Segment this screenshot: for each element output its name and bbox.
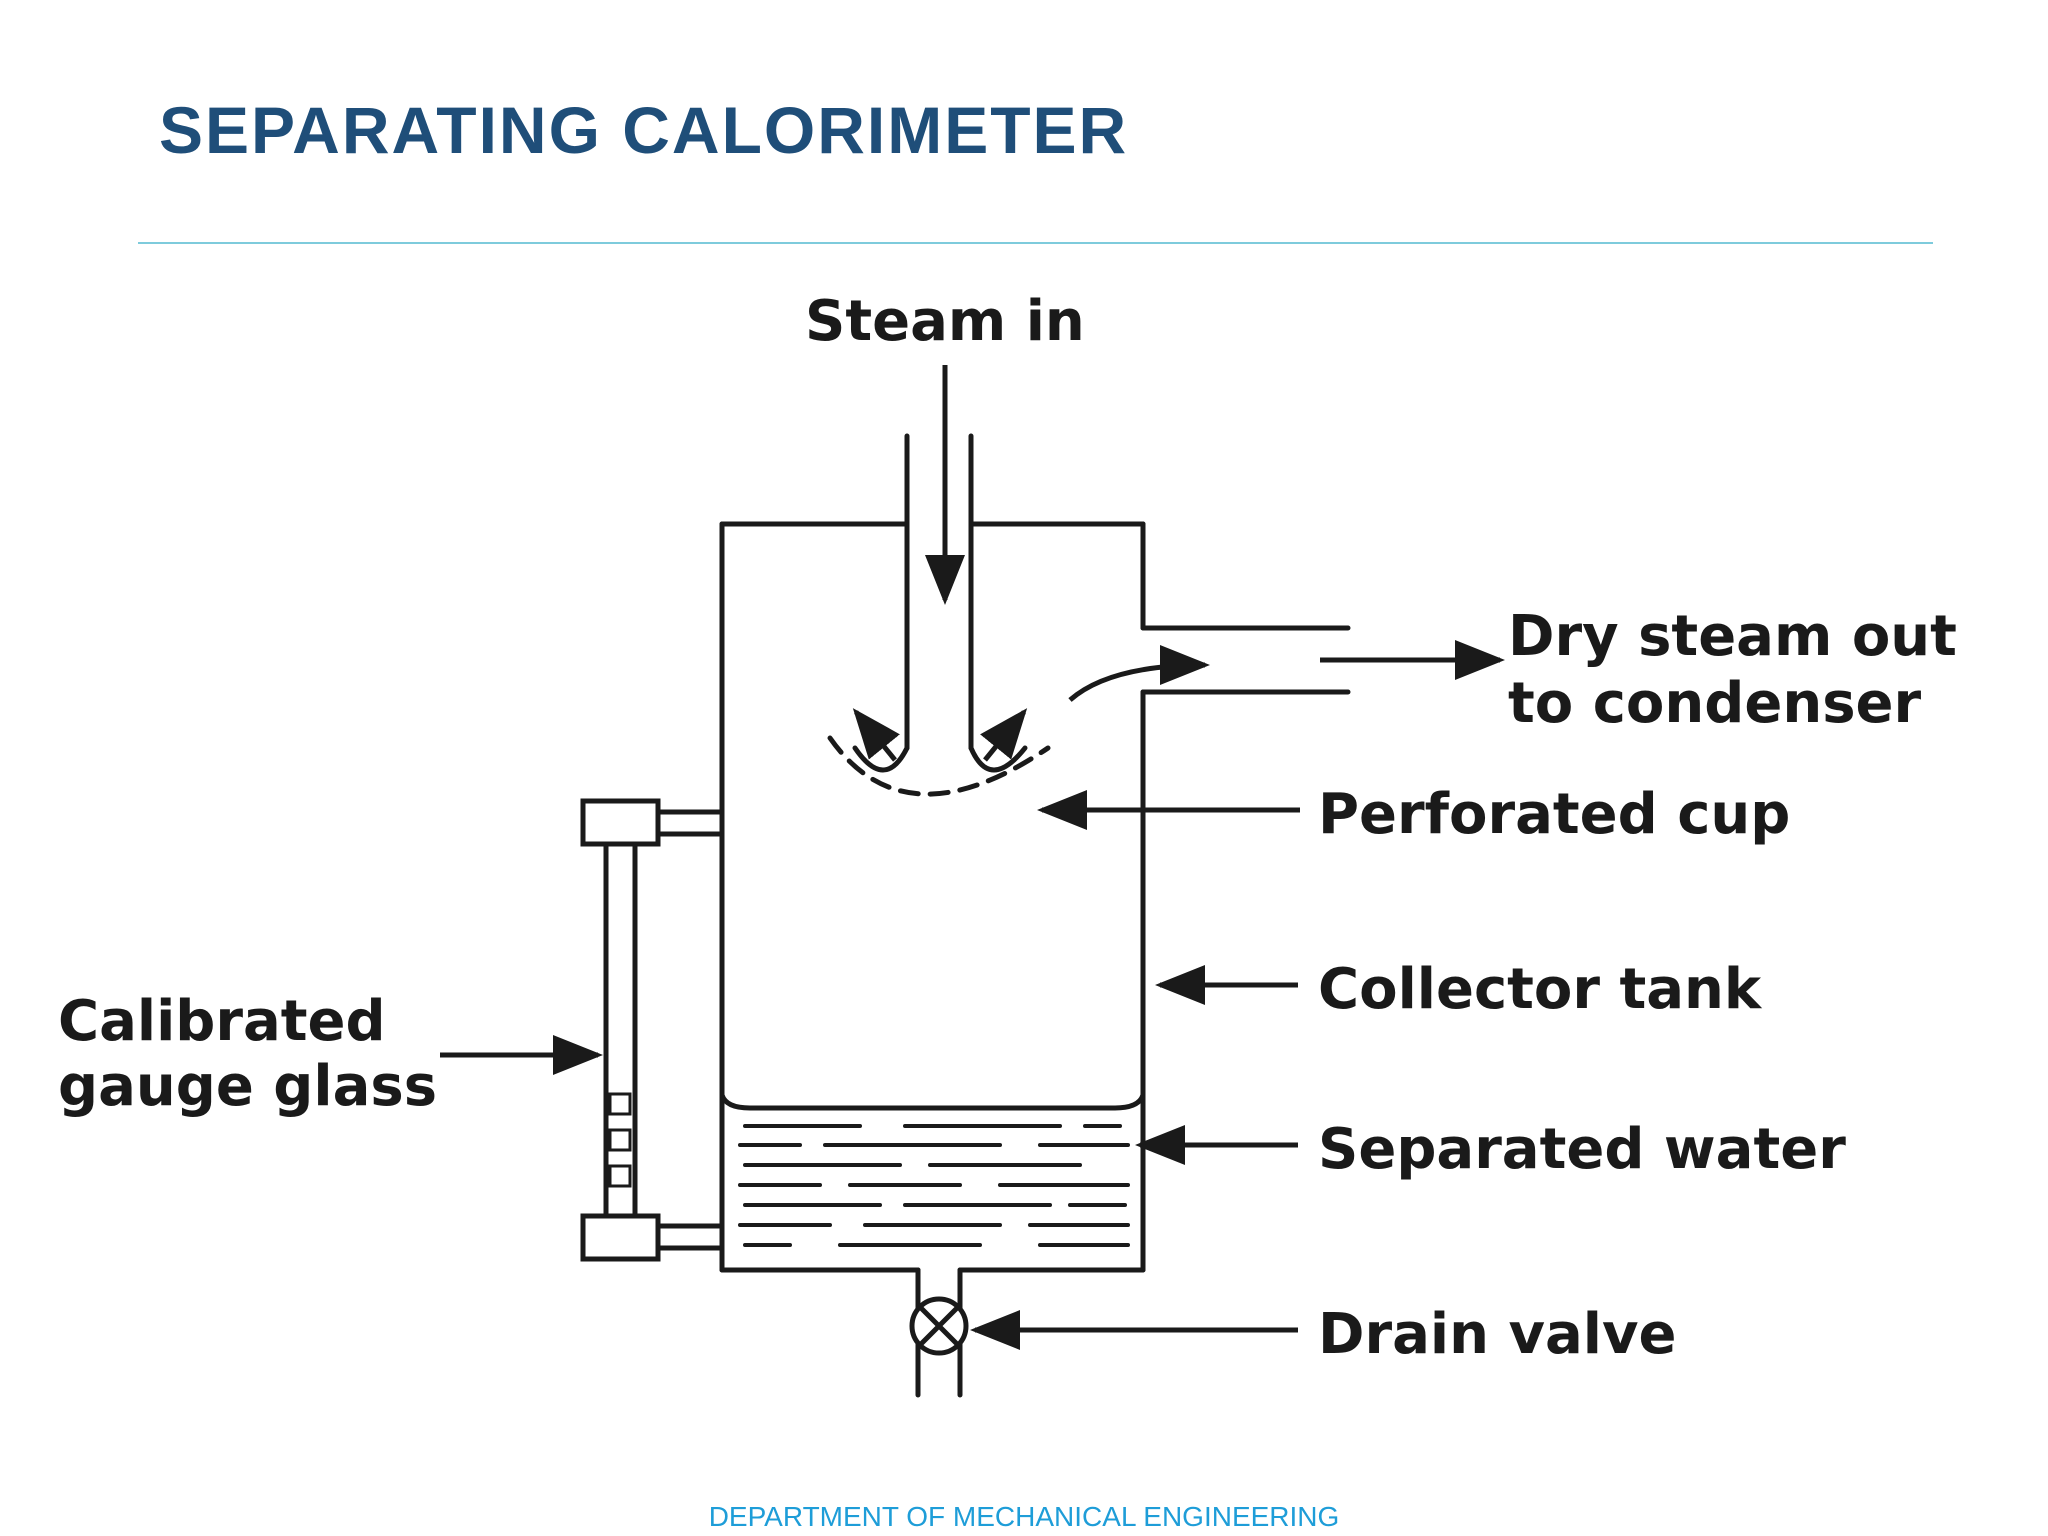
collector-tank [719, 521, 1146, 1273]
label-separated-water: Separated water [1318, 1117, 1846, 1182]
label-perforated-cup: Perforated cup [1318, 782, 1790, 847]
steam-flow-curve [1068, 645, 1210, 702]
deflection-arrows [852, 708, 1028, 762]
slide-title: SEPARATING CALORIMETER [159, 93, 1129, 167]
label-steam-in: Steam in [805, 289, 1085, 354]
outlet-pipe [1140, 625, 1351, 695]
label-dry-steam-out: Dry steam out [1508, 604, 1957, 669]
label-calibrated: Calibrated [58, 989, 386, 1054]
separated-water [719, 1092, 1146, 1247]
label-to-condenser: to condenser [1508, 671, 1922, 736]
drain-valve [909, 1267, 969, 1398]
steam-inlet-pipe [904, 433, 974, 751]
label-drain-valve: Drain valve [1318, 1302, 1676, 1367]
pointer-arrows [440, 790, 1300, 1350]
title-divider [138, 242, 1933, 244]
footer-department: DEPARTMENT OF MECHANICAL ENGINEERING [708, 1501, 1340, 1532]
perforated-cup [827, 735, 1051, 797]
label-collector-tank: Collector tank [1318, 957, 1763, 1022]
label-gauge-glass: gauge glass [58, 1054, 437, 1119]
gauge-glass [580, 798, 725, 1262]
